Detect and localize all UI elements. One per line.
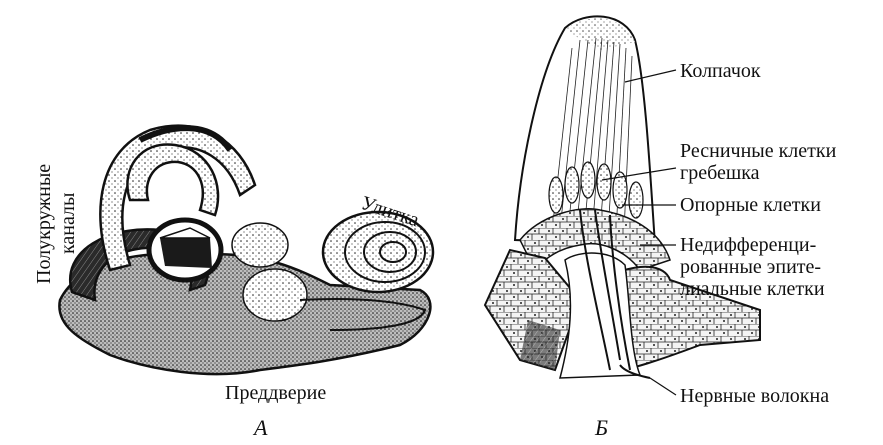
label-support-cells: Опорные клетки (680, 194, 821, 216)
label-line: Недифференци- (680, 234, 825, 256)
label-line: гребешка (680, 162, 836, 184)
label-cap: Колпачок (680, 60, 761, 82)
label-line: рованные эпите- (680, 256, 825, 278)
label-line: Ресничные клетки (680, 140, 836, 162)
labyrinth-drawing (59, 126, 433, 374)
label-nerve-fibers: Нервные волокна (680, 385, 829, 407)
label-line: каналы (56, 164, 80, 284)
label-hair-cells: Ресничные клетки гребешка (680, 140, 836, 184)
panel-b-letter: Б (595, 415, 608, 441)
label-vestibule: Преддверие (225, 382, 326, 404)
panel-a-letter: А (254, 415, 267, 441)
label-line: Полукружные (32, 164, 56, 284)
label-semicircular-canals: Полукружные каналы (32, 164, 80, 284)
label-undifferentiated-cells: Недифференци- рованные эпите- лиальные к… (680, 234, 825, 300)
lateral-canal (127, 144, 218, 215)
label-line: лиальные клетки (680, 278, 825, 300)
